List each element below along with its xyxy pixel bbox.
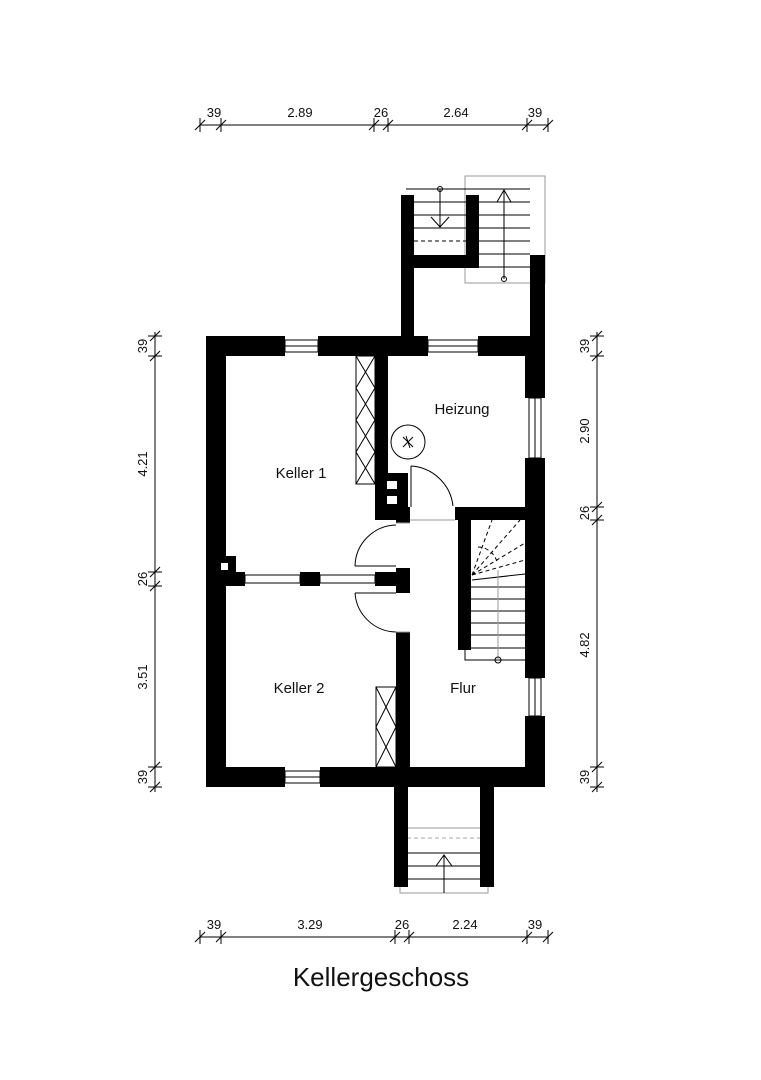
shelves — [355, 355, 397, 768]
room-label-heizung: Heizung — [434, 401, 489, 418]
dim-label: 2.89 — [287, 105, 312, 120]
plan-title: Kellergeschoss — [293, 962, 469, 992]
dim-label: 3.29 — [297, 917, 322, 932]
interior-walls — [218, 356, 525, 787]
room-label-keller-1: Keller 1 — [276, 465, 327, 482]
dim-label: 39 — [577, 770, 592, 784]
chimney — [382, 473, 408, 513]
outer-walls — [206, 336, 545, 787]
dimension-bottom: 39 3.29 26 2.24 39 — [194, 917, 554, 944]
dim-label: 39 — [135, 339, 150, 353]
dimension-top: 39 2.89 26 2.64 39 — [194, 105, 554, 132]
dim-label: 2.64 — [443, 105, 468, 120]
dimension-left: 39 4.21 26 3.51 39 — [135, 330, 162, 793]
dim-label: 2.24 — [452, 917, 477, 932]
upper-stair — [401, 175, 546, 356]
dim-label: 39 — [135, 770, 150, 784]
dim-label: 26 — [374, 105, 388, 120]
dim-label: 4.21 — [135, 451, 150, 476]
dim-label: 26 — [135, 572, 150, 586]
dim-label: 39 — [207, 917, 221, 932]
dimension-right: 39 2.90 26 4.82 39 — [577, 330, 604, 793]
windows — [244, 339, 542, 784]
dim-label: 4.82 — [577, 632, 592, 657]
room-label-flur: Flur — [450, 680, 476, 697]
dim-label: 26 — [577, 506, 592, 520]
lower-stair — [394, 787, 494, 894]
boiler-icon — [390, 424, 426, 460]
dim-label: 39 — [207, 105, 221, 120]
interior-stair — [464, 519, 526, 664]
dim-label: 39 — [528, 105, 542, 120]
dim-label: 39 — [528, 917, 542, 932]
dim-label: 26 — [395, 917, 409, 932]
dim-label: 3.51 — [135, 664, 150, 689]
doors — [354, 465, 454, 633]
room-label-keller-2: Keller 2 — [274, 680, 325, 697]
dim-label: 2.90 — [577, 418, 592, 443]
dim-label: 39 — [577, 339, 592, 353]
